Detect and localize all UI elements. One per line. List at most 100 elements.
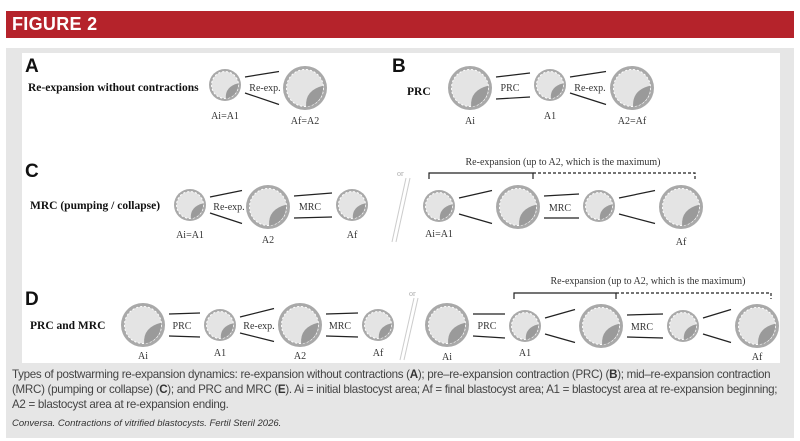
separator-line <box>395 177 411 243</box>
panel-b-title: PRC <box>407 86 431 98</box>
connector-line <box>293 216 333 219</box>
blastocyst-icon <box>174 189 206 221</box>
blastocyst-icon <box>362 309 394 341</box>
blastocyst-label: A2 <box>294 351 306 362</box>
connector-line <box>239 332 275 343</box>
blastocyst-icon <box>278 303 322 347</box>
blastocyst-part <box>633 85 651 107</box>
blastocyst-part <box>471 85 489 107</box>
separator-line <box>399 297 415 361</box>
blastocyst-icon <box>659 185 703 229</box>
blastocyst-part <box>550 83 564 99</box>
connector-line <box>569 92 607 106</box>
connector-line <box>702 333 732 344</box>
blastocyst-part <box>306 85 324 107</box>
blastocyst-label: Af <box>373 348 384 359</box>
transition-label: Re-exp. <box>249 83 280 94</box>
blastocyst-label: Ai <box>442 352 452 363</box>
caption-ref: A <box>409 368 418 381</box>
bracket-dashed <box>533 172 696 179</box>
figure-title: FIGURE 2 <box>12 14 98 34</box>
connector-line <box>209 189 243 198</box>
connector-line <box>325 312 359 315</box>
blastocyst-part <box>269 204 287 226</box>
blastocyst-label: A1 <box>519 348 531 359</box>
blastocyst-label: Af <box>676 237 687 248</box>
blastocyst-part <box>602 323 620 345</box>
connector-line <box>618 213 656 225</box>
panel-c-title: MRC (pumping / collapse) <box>30 200 160 212</box>
caption-text: ); pre–re-expansion contraction (PRC) ( <box>417 368 610 381</box>
blastocyst-part <box>144 322 162 344</box>
connector-line <box>495 96 531 100</box>
blastocyst-label: A2=Af <box>618 116 647 127</box>
blastocyst-icon <box>204 309 236 341</box>
connector-line <box>168 335 201 338</box>
panel-d-title: PRC and MRC <box>30 320 105 332</box>
blastocyst-icon <box>735 304 779 348</box>
blastocyst-part <box>225 83 239 99</box>
connector-line <box>244 92 280 106</box>
blastocyst-label: Ai=A1 <box>176 230 204 241</box>
blastocyst-part <box>352 203 366 219</box>
blastocyst-icon <box>534 69 566 101</box>
panel-letter-d: D <box>25 289 39 310</box>
transition-label: Re-exp. <box>243 321 274 332</box>
blastocyst-icon <box>246 185 290 229</box>
blastocyst-icon <box>283 66 327 110</box>
blastocyst-label: Ai=A1 <box>425 229 453 240</box>
caption-text: Types of postwarming re-expansion dynami… <box>12 368 410 381</box>
caption-text: ); and PRC and MRC ( <box>167 383 278 396</box>
connector-line <box>618 189 656 199</box>
transition-label: PRC <box>173 321 192 332</box>
connector-line <box>544 308 576 319</box>
blastocyst-part <box>519 204 537 226</box>
transition-label: MRC <box>549 203 572 214</box>
connector-line <box>626 336 664 339</box>
connector-line <box>543 193 580 197</box>
connector-line <box>472 335 506 339</box>
blastocyst-label: Af=A2 <box>291 116 319 127</box>
blastocyst-icon <box>121 303 165 347</box>
or-label: or <box>409 289 416 298</box>
transition-label: Re-exp. <box>213 202 244 213</box>
panel-a-title: Re-expansion without contractions <box>28 82 199 94</box>
blastocyst-part <box>525 324 539 340</box>
connector-line <box>168 312 201 315</box>
connector-line <box>239 307 275 318</box>
blastocyst-icon <box>423 190 455 222</box>
separator-line <box>403 297 419 361</box>
figure-header: FIGURE 2 <box>6 11 794 38</box>
blastocyst-part <box>682 204 700 226</box>
blastocyst-part <box>439 204 453 220</box>
blastocyst-part <box>190 203 204 219</box>
transition-label: MRC <box>631 322 654 333</box>
bracket-solid <box>428 172 534 179</box>
blastocyst-icon <box>209 69 241 101</box>
figure-caption: Types of postwarming re-expansion dynami… <box>12 367 792 412</box>
blastocyst-label: Af <box>347 230 358 241</box>
or-label: or <box>397 169 404 178</box>
connector-line <box>544 333 576 344</box>
transition-label: MRC <box>329 321 352 332</box>
blastocyst-icon <box>425 303 469 347</box>
blastocyst-part <box>448 322 466 344</box>
blastocyst-part <box>301 322 319 344</box>
blastocyst-label: A2 <box>262 235 274 246</box>
blastocyst-label: A1 <box>214 348 226 359</box>
blastocyst-part <box>599 204 613 220</box>
connector-line <box>495 72 531 78</box>
blastocyst-icon <box>579 304 623 348</box>
connector-line <box>569 70 607 78</box>
blastocyst-icon <box>496 185 540 229</box>
bracket-solid <box>513 292 617 299</box>
bracket-label: Re-expansion (up to A2, which is the max… <box>466 157 661 168</box>
panel-letter-a: A <box>25 56 39 77</box>
connector-line <box>209 212 243 225</box>
blastocyst-icon <box>448 66 492 110</box>
transition-label: MRC <box>299 202 322 213</box>
transition-label: PRC <box>501 83 520 94</box>
blastocyst-part <box>220 323 234 339</box>
connector-line <box>244 70 280 78</box>
separator-line <box>391 177 407 243</box>
